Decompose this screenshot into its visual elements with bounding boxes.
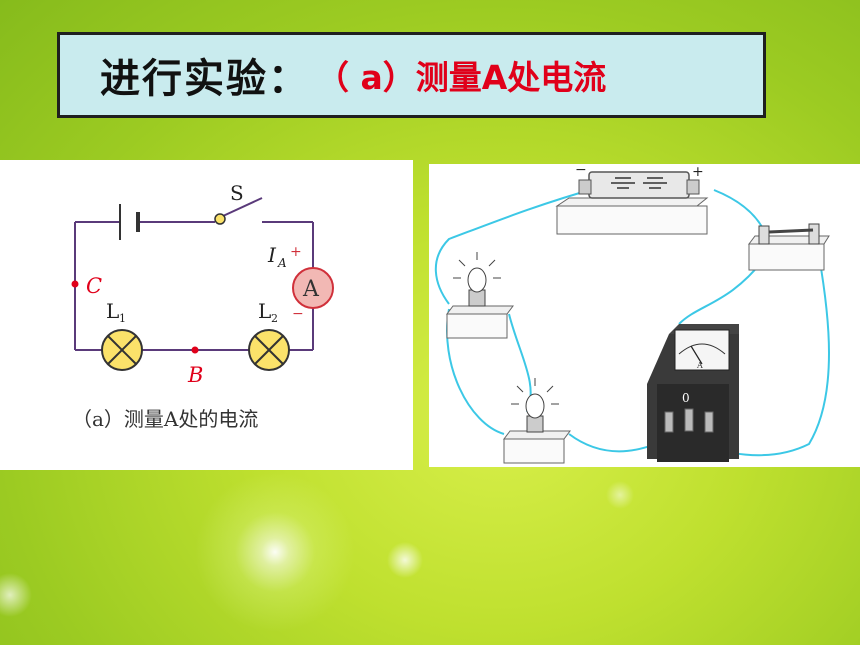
lamp1-label: L	[106, 299, 119, 323]
lamp-l2-symbol	[248, 329, 290, 371]
ammeter-minus-sign: −	[292, 306, 304, 322]
knife-switch	[748, 223, 830, 271]
lamp2-label: L	[258, 299, 271, 323]
lamp-holder-1	[446, 252, 514, 339]
ammeter-letter: A	[302, 277, 320, 302]
point-c-dot	[71, 280, 79, 288]
battery-plus: +	[692, 164, 704, 180]
diagram-caption: （a）测量A处的电流	[72, 407, 258, 431]
ammeter-symbol: A	[292, 267, 334, 309]
title-box: 进行实验： （ a）测量A处电流	[57, 32, 766, 118]
apparatus-panel: − +	[429, 162, 860, 467]
lamp1-subscript: 1	[119, 312, 126, 325]
point-b-dot	[191, 346, 199, 354]
ammeter-device: A 0	[647, 324, 739, 462]
title-main: 进行实验：	[100, 56, 310, 102]
switch-contact	[214, 213, 226, 225]
lamp-holder-2	[503, 378, 571, 464]
ammeter-plus-sign: +	[290, 244, 302, 260]
meter-zero: 0	[682, 391, 690, 405]
lamp-l1-symbol	[101, 329, 143, 371]
circuit-diagram: S A I A + − C L 1 B L 2 （	[71, 181, 334, 431]
current-label: I	[267, 243, 277, 267]
switch-label: S	[230, 181, 244, 205]
lamp2-subscript: 2	[271, 312, 278, 325]
battery-minus: −	[575, 164, 587, 178]
point-b-label: B	[187, 363, 203, 387]
circuit-diagram-panel: S A I A + − C L 1 B L 2 （	[0, 160, 413, 470]
meter-letter: A	[696, 361, 703, 370]
current-subscript: A	[277, 256, 287, 270]
apparatus-illustration: − +	[434, 162, 830, 464]
title-subtitle: （ a）测量A处电流	[316, 58, 607, 97]
battery-holder: − +	[555, 162, 709, 235]
point-c-label: C	[86, 274, 102, 298]
